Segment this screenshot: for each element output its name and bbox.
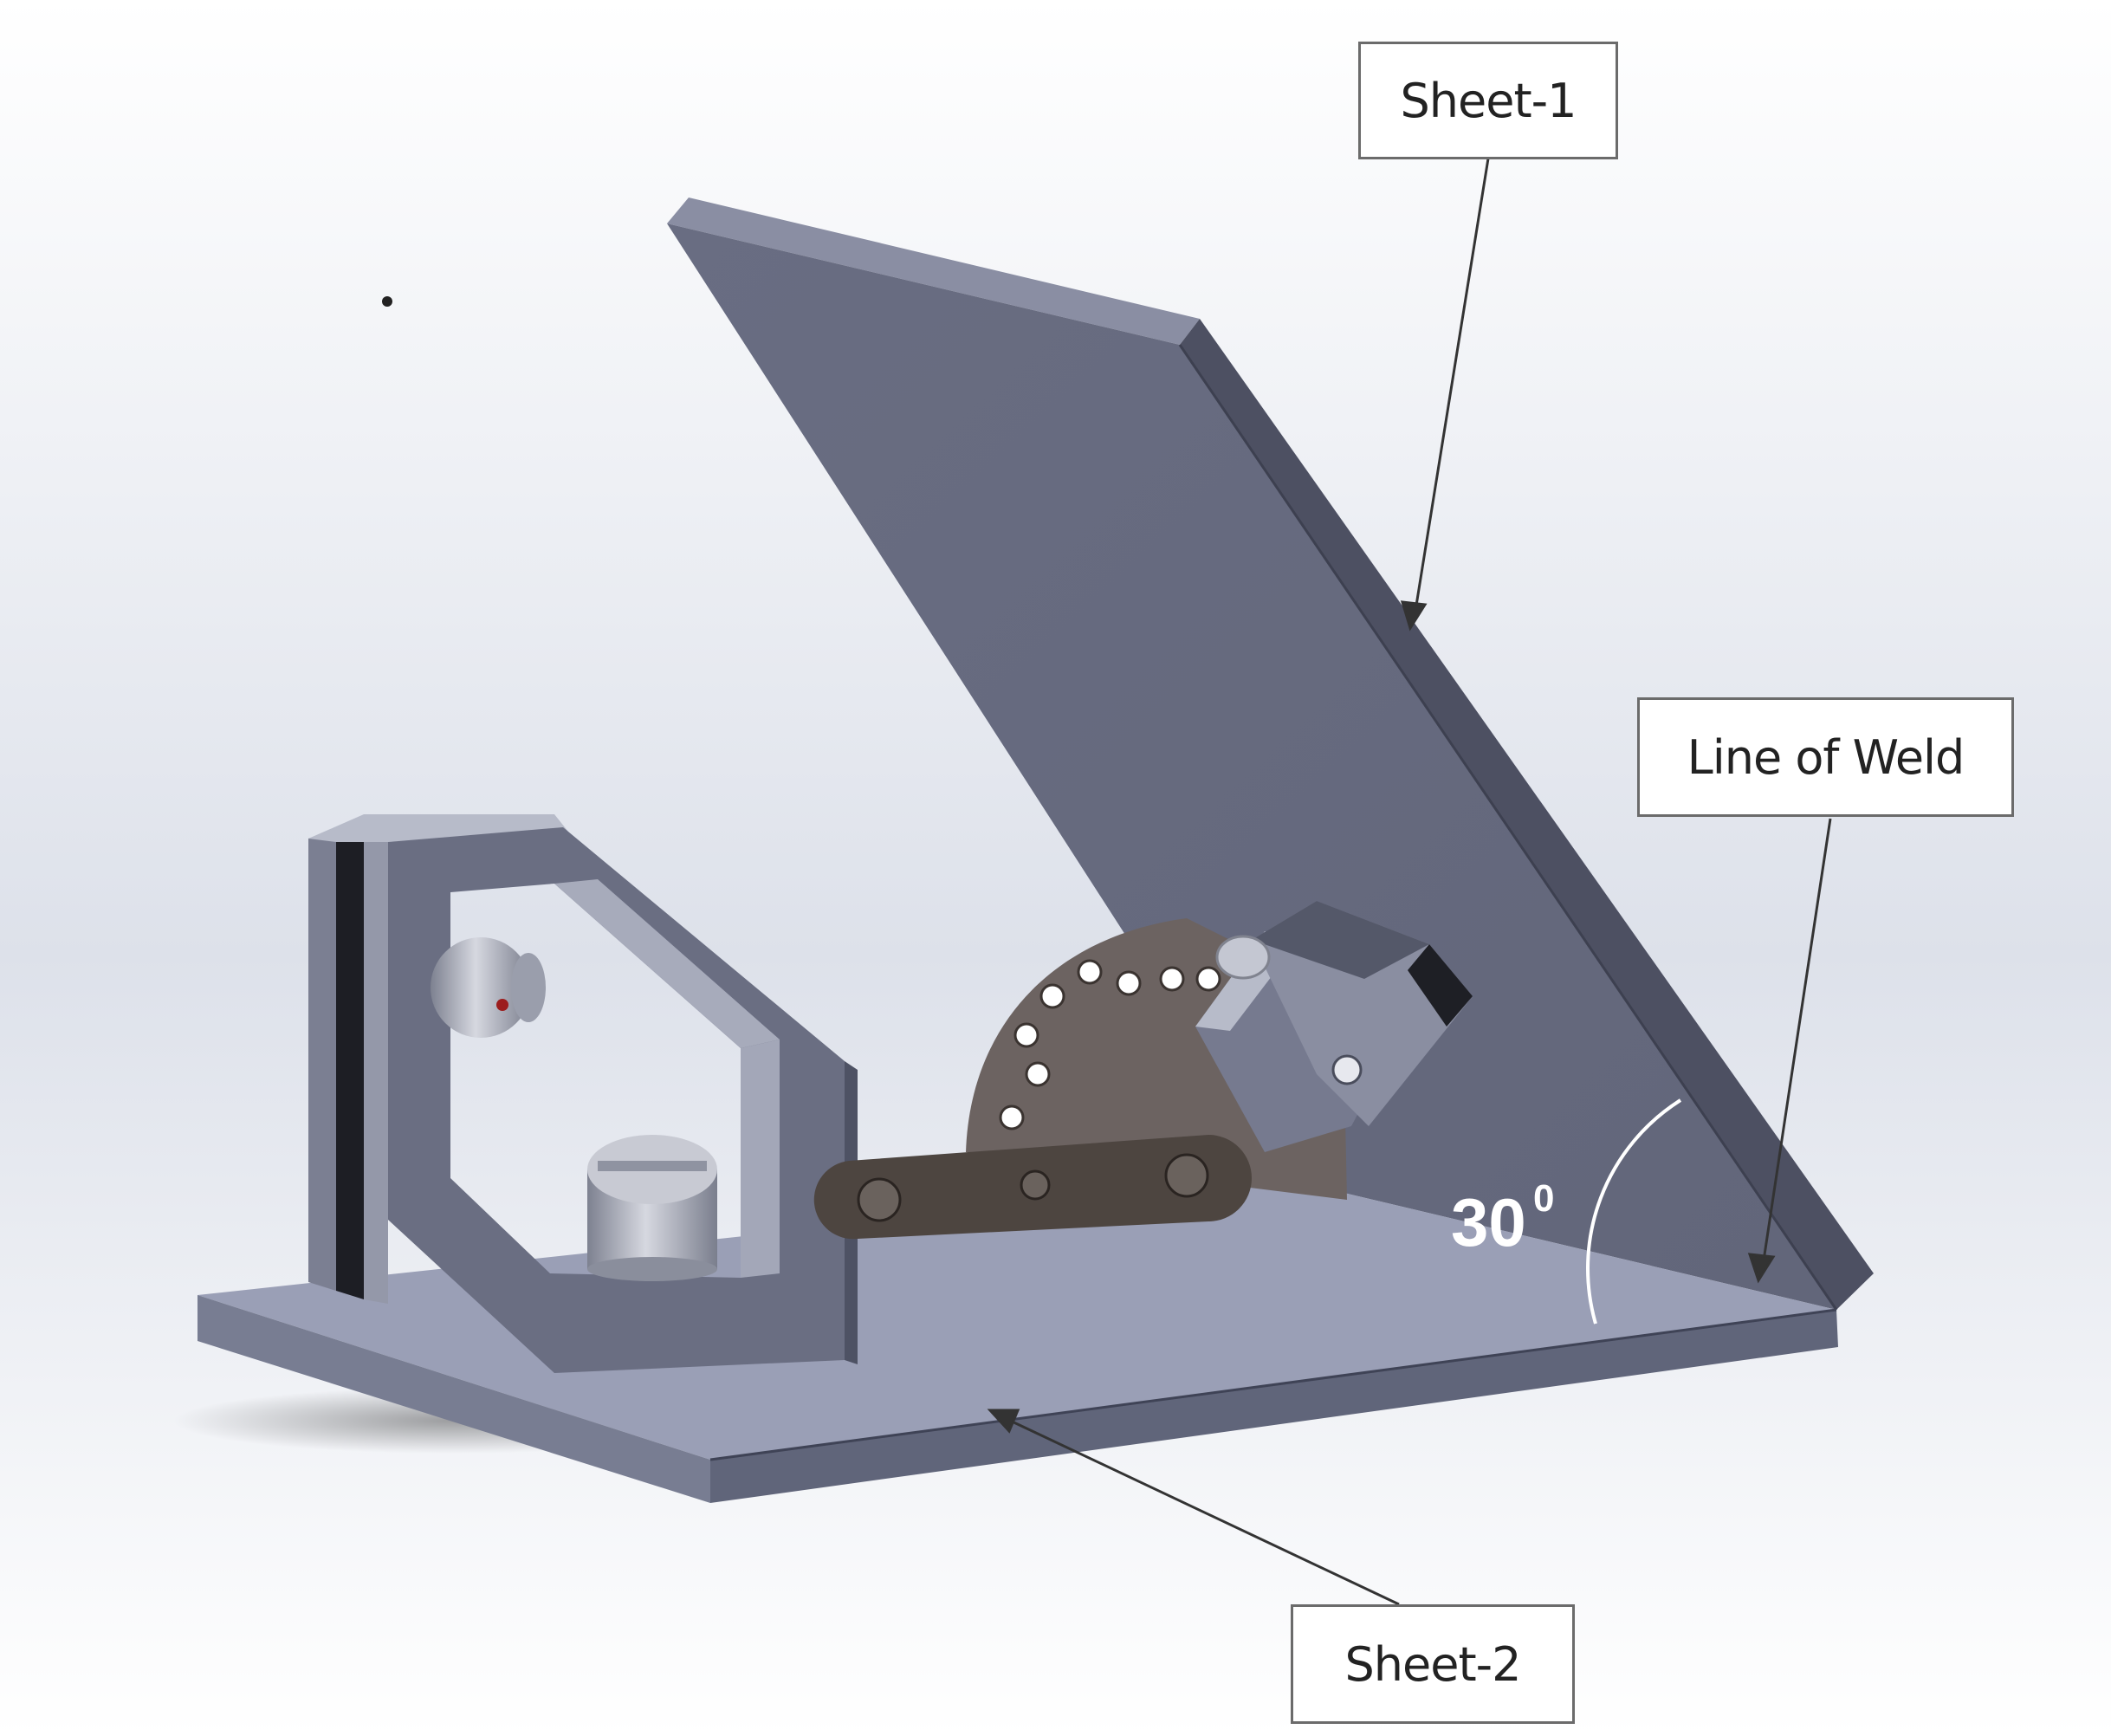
- hex-clamp-black-strip: [336, 830, 364, 1299]
- sheet-1-top-edge: [667, 198, 1200, 345]
- line-of-weld-callout: Line of Weld: [1637, 697, 2014, 817]
- clamp-screw-upper: [431, 937, 546, 1038]
- line-of-weld-arrowhead: [1747, 1253, 1776, 1284]
- sheet-2-leader: [1006, 1417, 1400, 1606]
- sheet-1-leader: [1414, 158, 1490, 612]
- angle-arc: [1586, 1098, 1682, 1325]
- clamp-knob: [1215, 935, 1271, 980]
- protractor-holes: [999, 959, 1247, 1130]
- sheet-1-face: [667, 223, 1836, 1310]
- sheet-2-left-edge: [198, 1295, 710, 1503]
- clamp-block-top: [1252, 901, 1429, 979]
- leader-lines: [987, 158, 1832, 1606]
- sheet-2: [198, 1178, 1838, 1503]
- stray-dot: [382, 296, 392, 307]
- hex-clamp-back-face: [364, 827, 388, 1304]
- sheet-1-arrowhead: [1400, 600, 1428, 632]
- sheet-2-callout: Sheet-2: [1291, 1604, 1575, 1724]
- hex-clamp: [308, 814, 858, 1373]
- hex-clamp-inner-top: [554, 879, 780, 1048]
- clamp-block-hole: [1331, 1054, 1363, 1085]
- angle-label: 30: [1451, 1184, 1526, 1260]
- hex-clamp-inner-right: [741, 1040, 780, 1278]
- sheet-2-top: [198, 1178, 1836, 1460]
- hex-clamp-frame: [388, 827, 845, 1373]
- sheet-2-front-line: [709, 1308, 1837, 1461]
- sheet-1-edge-line: [1178, 344, 1838, 1311]
- sheet-2-arrowhead: [987, 1409, 1020, 1434]
- angle-mechanism: [813, 901, 1473, 1240]
- clamp-block-black-face: [1408, 944, 1473, 1027]
- hex-clamp-back-plate: [308, 830, 336, 1291]
- clamp-screw-lower: [587, 1135, 717, 1281]
- sheet-1-callout: Sheet-1: [1358, 42, 1618, 159]
- link-bar: [813, 1135, 1252, 1240]
- sheet-1: [667, 198, 1874, 1311]
- sheet-1-side-edge: [1180, 319, 1874, 1310]
- line-of-weld-leader: [1762, 818, 1832, 1261]
- angle-degree-superscript: 0: [1533, 1177, 1554, 1220]
- sheet-2-front-edge: [710, 1310, 1838, 1503]
